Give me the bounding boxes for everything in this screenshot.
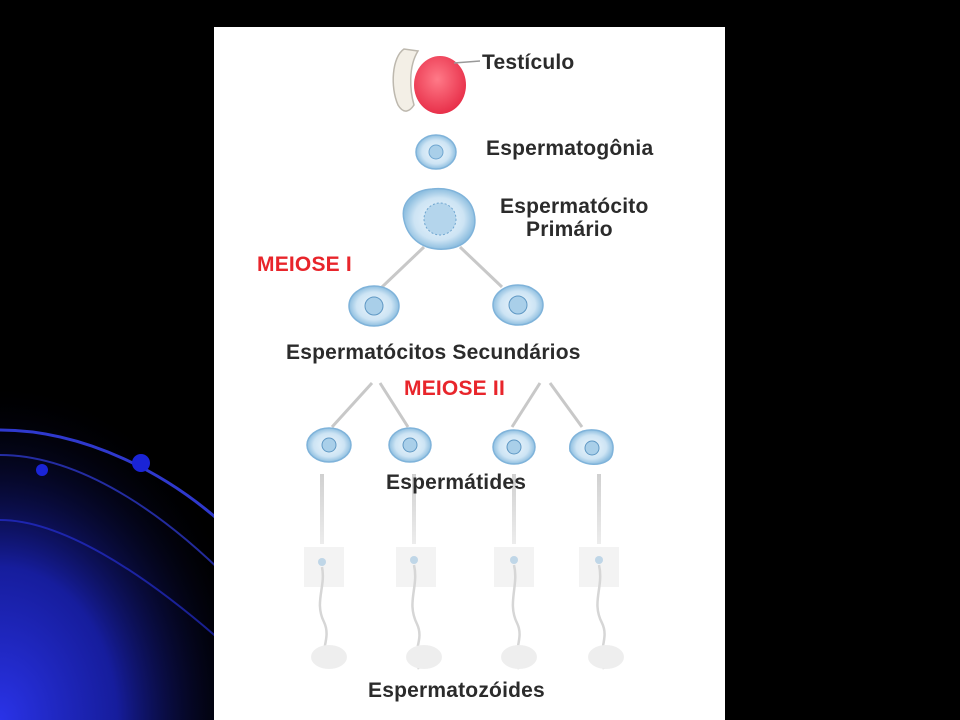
label-espermatides: Espermátides [386,471,527,494]
spermatozoon-icon [304,547,347,669]
spermatid-cell-icon [569,429,614,465]
spermatid-cell-icon [388,427,432,463]
testis-icon [392,48,481,114]
spermatozoon-icon [579,547,624,670]
primary-spermatocyte-cell-icon [402,187,476,250]
label-meiose-1: MEIOSE I [257,253,352,276]
spermatogenesis-diagram [304,48,624,670]
label-espermatocito-primario-line2: Primário [526,218,613,241]
label-meiose-2: MEIOSE II [404,377,505,400]
label-testiculo: Testículo [482,51,575,74]
secondary-spermatocyte-cell-icon [348,285,400,327]
label-espermatogonia: Espermatogônia [486,137,654,160]
spermatogonium-cell-icon [415,134,457,170]
spermatozoon-icon [494,547,537,670]
spermatozoon-icon [396,547,442,670]
diagram-panel: Testículo Espermatogônia Espermatócito P… [214,27,725,720]
spermatid-cell-icon [492,429,536,465]
label-espermatozoides: Espermatozóides [368,679,545,702]
secondary-spermatocyte-cell-icon [492,284,544,326]
label-espermatocitos-secundarios: Espermatócitos Secundários [286,341,581,364]
spermatid-cell-icon [306,427,352,463]
label-espermatocito-primario-line1: Espermatócito [500,195,649,218]
